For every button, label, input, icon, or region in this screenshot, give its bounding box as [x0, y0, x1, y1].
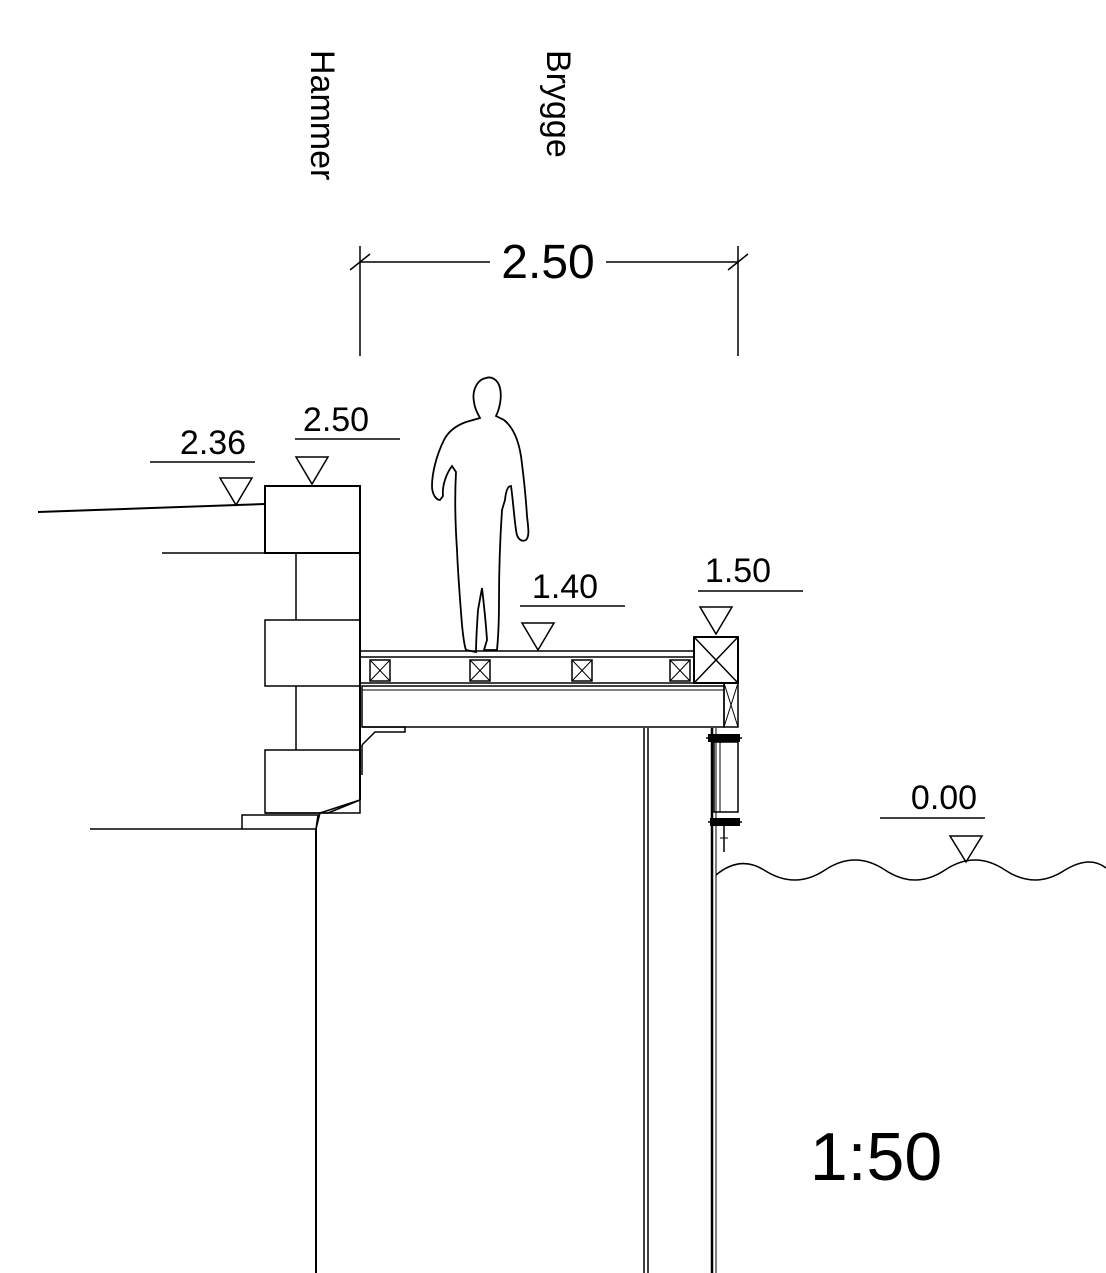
foundation-lines	[315, 728, 717, 1273]
level-marker-wall-top: 2.50	[294, 401, 400, 486]
joist-3	[571, 659, 593, 682]
dimension-label: 2.50	[501, 236, 594, 289]
stone-wall	[241, 485, 361, 830]
scale-label: 1:50	[810, 1119, 942, 1195]
pile-clamp-lower	[708, 818, 742, 852]
pile-clamp-upper	[706, 734, 742, 813]
level-label-water: 0.00	[911, 779, 977, 817]
level-marker-terrain: 2.36	[150, 424, 255, 507]
dimension-line	[349, 246, 749, 356]
level-marker-water: 0.00	[880, 779, 985, 864]
label-brygge: Brygge	[539, 50, 577, 158]
water-surface	[715, 859, 1106, 881]
level-label-edge-beam: 1.50	[705, 552, 771, 590]
level-marker-deck: 1.40	[520, 568, 625, 652]
ground-lines	[37, 503, 316, 830]
wall-bracket	[361, 726, 406, 775]
level-label-terrain: 2.36	[180, 424, 246, 462]
level-marker-edge-beam: 1.50	[698, 552, 803, 636]
level-label-wall-top: 2.50	[303, 401, 369, 439]
label-hammer: Hammer	[303, 50, 341, 180]
human-figure-icon	[431, 376, 530, 654]
joist-2	[469, 659, 491, 682]
level-label-deck: 1.40	[532, 568, 598, 606]
joist-4	[669, 659, 691, 682]
joist-1	[369, 659, 391, 682]
deck-structure	[359, 636, 739, 728]
